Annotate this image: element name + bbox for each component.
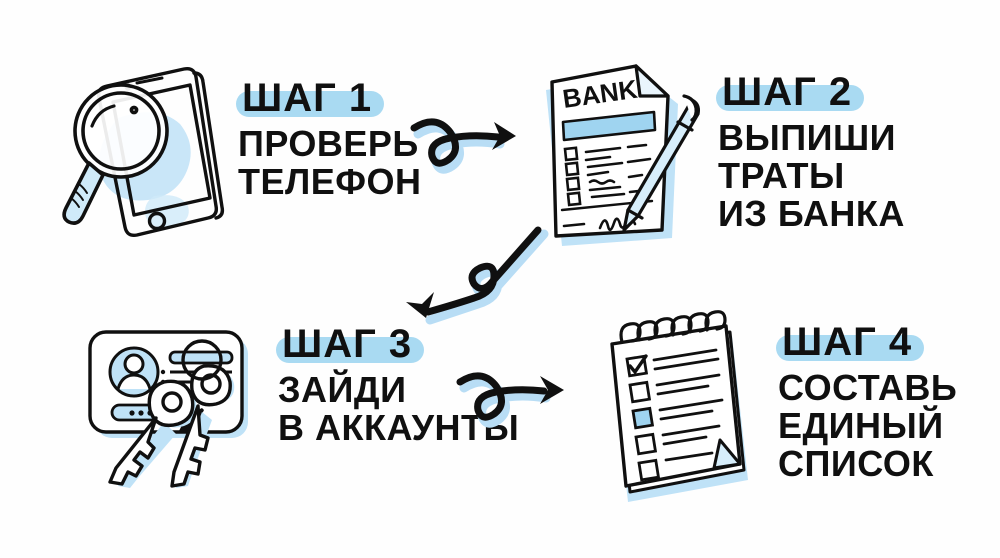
account-card-keys-icon xyxy=(86,326,266,496)
squiggly-arrow-right-3 xyxy=(456,362,598,442)
step-2-title: ШАГ 2 xyxy=(716,72,865,112)
step-3-body-line-1: ЗАЙДИ xyxy=(278,369,407,410)
step-4-body-line-1: СОСТАВЬ xyxy=(778,367,958,408)
step-1-body-line-2: ТЕЛЕФОН xyxy=(238,161,422,202)
step-4-text: ШАГ 4 СОСТАВЬ ЕДИНЫЙ СПИСОК xyxy=(776,322,957,482)
title-highlight xyxy=(776,335,925,361)
step-3-body: ЗАЙДИ В АККАУНТЫ xyxy=(278,372,519,446)
step-1-body-line-1: ПРОВЕРЬ xyxy=(238,123,419,164)
step-4-title: ШАГ 4 xyxy=(776,322,925,362)
step-1-body: ПРОВЕРЬ ТЕЛЕФОН xyxy=(238,126,422,200)
checklist-notepad-icon xyxy=(598,310,768,512)
phone-magnifier-icon xyxy=(58,48,228,238)
title-highlight xyxy=(276,337,425,363)
step-2-text: ШАГ 2 ВЫПИШИ ТРАТЫ ИЗ БАНКА xyxy=(716,72,905,232)
title-highlight xyxy=(236,91,385,117)
step-2-body-line-2: ТРАТЫ xyxy=(718,155,845,196)
squiggly-arrow-down-left-2 xyxy=(392,226,562,325)
step-2-body-line-1: ВЫПИШИ xyxy=(718,117,897,158)
step-1-text: ШАГ 1 ПРОВЕРЬ ТЕЛЕФОН xyxy=(236,78,422,200)
squiggly-arrow-right-1 xyxy=(410,112,542,190)
step-4-body-line-3: СПИСОК xyxy=(778,443,934,484)
step-4-body: СОСТАВЬ ЕДИНЫЙ СПИСОК xyxy=(778,370,957,482)
title-highlight xyxy=(716,85,865,111)
step-3-title: ШАГ 3 xyxy=(276,324,425,364)
step-3-text: ШАГ 3 ЗАЙДИ В АККАУНТЫ xyxy=(276,324,519,446)
step-4-body-line-2: ЕДИНЫЙ xyxy=(778,405,944,446)
step-2-body: ВЫПИШИ ТРАТЫ ИЗ БАНКА xyxy=(718,120,905,232)
bank-statement-pen-icon: BANK xyxy=(532,60,712,250)
step-1-title: ШАГ 1 xyxy=(236,78,385,118)
step-2-body-line-3: ИЗ БАНКА xyxy=(718,193,905,234)
